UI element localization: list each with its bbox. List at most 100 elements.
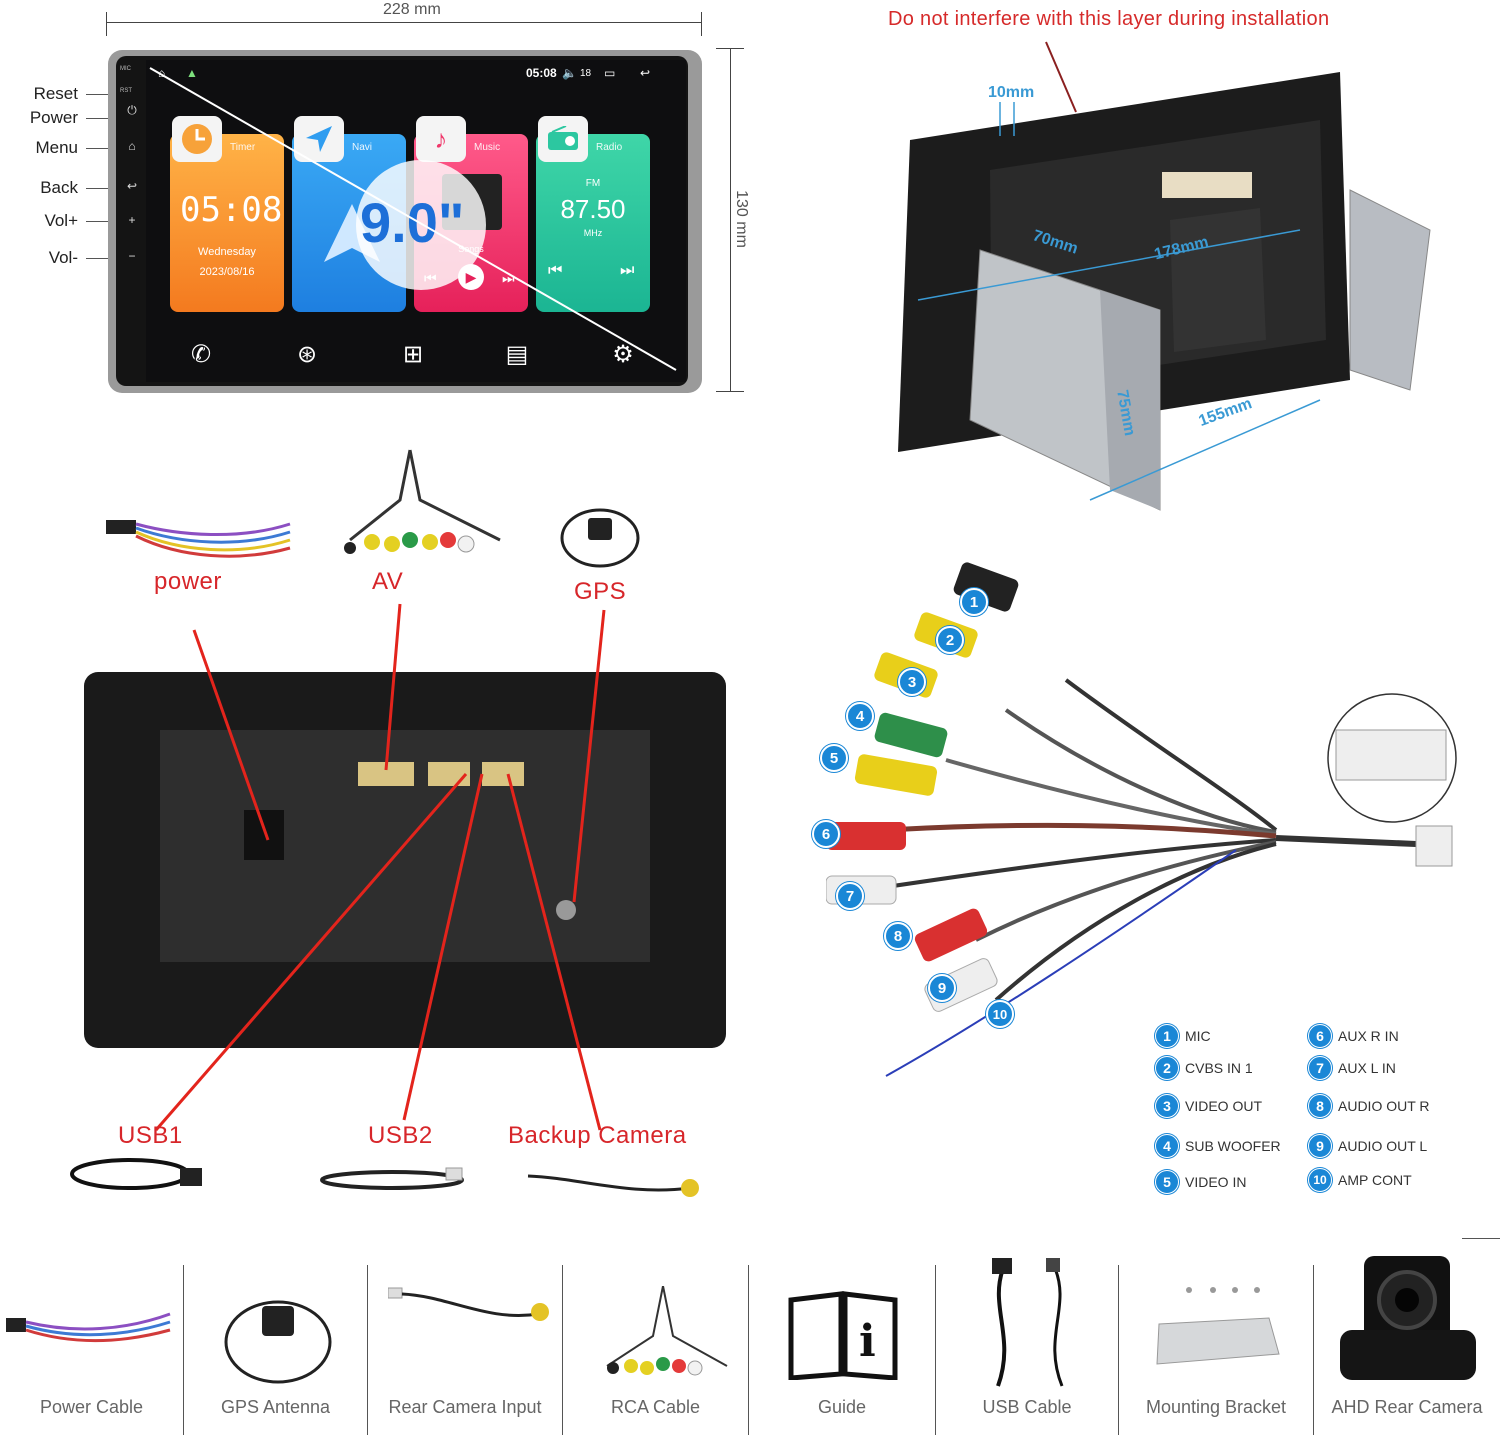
home-icon[interactable]: ⌂: [158, 66, 166, 80]
strip-divider: [748, 1265, 749, 1435]
strip-divider: [1313, 1265, 1314, 1435]
rca-badge-7: 7: [836, 882, 864, 910]
legend-number: 3: [1155, 1094, 1179, 1118]
radio-frequency: 87.50: [560, 194, 626, 224]
strip-divider: [183, 1265, 184, 1435]
mounting-bracket-image: [1156, 1287, 1280, 1365]
package-item-rear-camera-input: Rear Camera Input: [368, 1250, 562, 1440]
side-label-vol-down: Vol-: [48, 248, 78, 267]
package-label: RCA Cable: [610, 1397, 701, 1417]
package-label: GPS Antenna: [220, 1397, 331, 1417]
ahd-rear-camera-image: [1340, 1256, 1476, 1380]
rca-badge-6: 6: [812, 820, 840, 848]
head-unit-frame: MIC RST ⏻ ⌂ ↩ + − ⌂ ▲ 05:08 🔈 18 ▭ ↩ Tim…: [108, 50, 702, 393]
next-track-icon[interactable]: ⏭: [502, 270, 515, 286]
legend-number: 4: [1155, 1134, 1179, 1158]
av-harness-image: [344, 449, 501, 554]
navi-card-title: Navi: [352, 142, 373, 153]
legend-number: 5: [1155, 1170, 1179, 1194]
label-power: power: [154, 568, 222, 595]
legend-label: AMP CONT: [1338, 1172, 1412, 1188]
rca-cable-image: [606, 1286, 728, 1376]
timer-day: Wednesday: [198, 246, 256, 258]
legend-number: 7: [1308, 1056, 1332, 1080]
side-tick: [86, 188, 114, 189]
radio-app-icon: [538, 116, 588, 162]
menu-button[interactable]: ⌂: [128, 139, 136, 153]
label-usb2: USB2: [368, 1122, 433, 1149]
package-label: Mounting Bracket: [1145, 1397, 1287, 1417]
legend-number: 1: [1155, 1024, 1179, 1048]
head-unit-bezel: MIC RST ⏻ ⌂ ↩ + − ⌂ ▲ 05:08 🔈 18 ▭ ↩ Tim…: [116, 56, 688, 386]
side-tick: [86, 148, 114, 149]
height-dimension-line: [730, 48, 731, 392]
side-label-power: Power: [29, 108, 78, 127]
power-cable-image: [6, 1312, 171, 1343]
phone-icon[interactable]: ✆: [190, 341, 212, 368]
side-label-back: Back: [40, 178, 78, 197]
size-badge-circle: [356, 160, 486, 290]
width-dimension-label: 228 mm: [383, 1, 441, 18]
width-dimension-tick: [106, 12, 107, 36]
seek-forward-icon[interactable]: ⏭: [620, 262, 635, 279]
backup-camera-cable-image: [527, 1174, 699, 1197]
recent-apps-icon[interactable]: ▭: [604, 66, 616, 80]
package-item-mounting-bracket: Mounting Bracket: [1119, 1250, 1313, 1440]
package-item-ahd-rear-camera: AHD Rear Camera: [1314, 1250, 1500, 1440]
height-dimension-tick: [716, 48, 744, 49]
rca-badge-2: 2: [936, 626, 964, 654]
dim-depth: 10mm: [988, 84, 1035, 101]
package-label: Power Cable: [39, 1397, 144, 1417]
legend-label: CVBS IN 1: [1185, 1060, 1253, 1076]
rca-badge-5: 5: [820, 744, 848, 772]
back-nav-icon[interactable]: ↩: [640, 66, 651, 80]
rear-view-illustration: [898, 41, 1431, 511]
vol-down-button[interactable]: −: [128, 249, 136, 263]
label-backup-camera: Backup Camera: [508, 1122, 687, 1149]
connection-illustration: [70, 449, 726, 1197]
volume-level: 18: [580, 68, 592, 79]
settings-icon[interactable]: ⚙: [612, 341, 634, 368]
legend-number: 10: [1308, 1168, 1332, 1192]
radio-band: FM: [585, 178, 601, 189]
side-tick: [86, 221, 114, 222]
usb-cable-image: [992, 1258, 1064, 1387]
legend-number: 9: [1308, 1134, 1332, 1158]
package-item-usb-cable: USB Cable: [936, 1250, 1118, 1440]
vol-up-button[interactable]: +: [128, 213, 136, 227]
side-label-reset: Reset: [33, 84, 78, 103]
launcher-icon[interactable]: ▲: [186, 66, 198, 80]
timer-card[interactable]: Timer 05:08 Wednesday 2023/08/16: [170, 134, 284, 312]
rst-mini-label: RST: [120, 88, 132, 94]
back-button[interactable]: ↩: [126, 179, 138, 193]
rca-badge-4: 4: [846, 702, 874, 730]
timer-date: 2023/08/16: [199, 266, 255, 278]
rca-badge-1: 1: [960, 588, 988, 616]
usb1-cable-image: [70, 1158, 202, 1190]
rca-badge-8: 8: [884, 922, 912, 950]
apps-icon[interactable]: ⊞: [402, 341, 424, 368]
radio-card[interactable]: Radio FM 87.50 MHz ⏮ ⏭: [536, 134, 650, 312]
steering-wheel-icon[interactable]: ⊛: [296, 341, 318, 368]
label-usb1: USB1: [118, 1122, 183, 1149]
folder-icon[interactable]: ▤: [505, 341, 529, 368]
legend-item: 10 AMP CONT: [1308, 1168, 1412, 1192]
legend-number: 6: [1308, 1024, 1332, 1048]
power-button[interactable]: ⏻: [127, 103, 137, 117]
seek-back-icon[interactable]: ⏮: [548, 262, 563, 279]
volume-icon[interactable]: 🔈: [562, 66, 577, 80]
screen-size-badge: 9.0": [360, 191, 465, 254]
package-label: AHD Rear Camera: [1331, 1397, 1483, 1417]
width-dimension-tick: [701, 12, 702, 36]
radio-unit: MHz: [583, 228, 603, 238]
height-dimension-tick: [716, 391, 744, 392]
package-item-gps-antenna: GPS Antenna: [184, 1250, 367, 1440]
usb2-cable-image: [320, 1167, 464, 1190]
side-label-menu: Menu: [35, 138, 78, 157]
